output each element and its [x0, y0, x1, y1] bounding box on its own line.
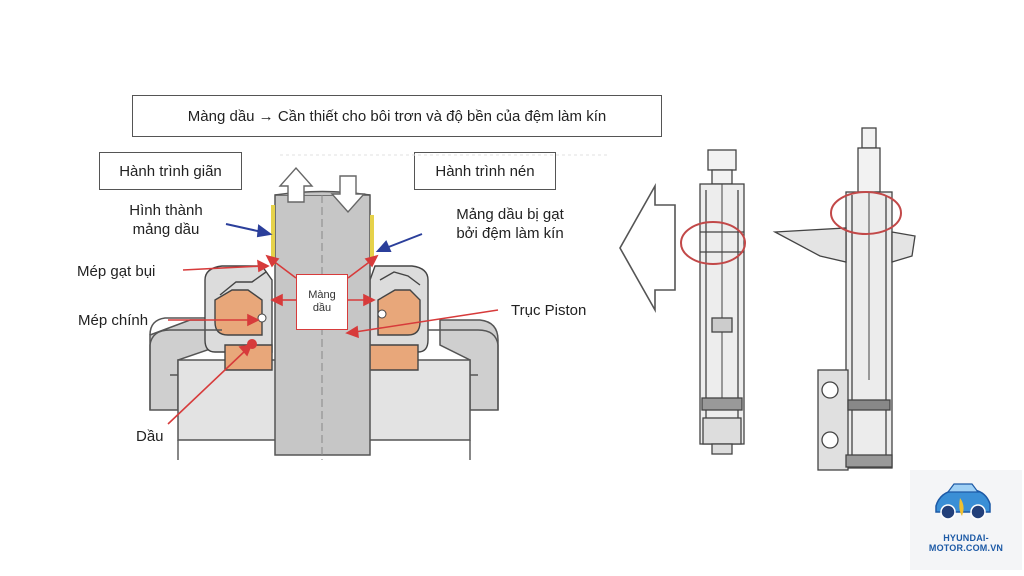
oil-film-box-line2: dầu	[312, 302, 332, 314]
large-pointer-arrow-icon	[619, 182, 676, 314]
title-text: Màng dầu → Cần thiết cho bôi trơn và độ …	[187, 107, 607, 125]
film-formation-line1: Hình thành	[129, 202, 203, 219]
oil-film-left	[271, 205, 275, 265]
shock-absorber-2	[772, 127, 916, 471]
title-box: Màng dầu → Cần thiết cho bôi trơn và độ …	[132, 95, 662, 137]
red-leader-lines	[167, 254, 499, 425]
outer-shell	[149, 329, 499, 460]
film-wiped-label: Mảng dầu bị gạt bởi đệm làm kín	[436, 205, 584, 243]
compression-stroke-box: Hành trình nén	[414, 152, 556, 190]
seal-body-right	[369, 265, 429, 371]
oil-film-right	[370, 215, 374, 260]
highlight-ellipse-1	[680, 221, 746, 265]
piston-rod-label: Trục Piston	[511, 302, 587, 319]
film-formation-line2: mảng dầu	[132, 221, 200, 238]
film-wiped-line2: bởi đệm làm kín	[456, 225, 564, 242]
oil-label: Dầu	[136, 428, 164, 445]
shock-absorber-1	[699, 149, 745, 455]
compression-stroke-label: Hành trình nén	[435, 162, 535, 180]
extension-stroke-box: Hành trình giãn	[99, 152, 242, 190]
film-formation-label: Hình thành mảng dầu	[112, 201, 220, 239]
watermark-text: HYUNDAI-MOTOR.COM.VN	[928, 533, 1004, 553]
right-lip-dot	[377, 309, 387, 319]
compression-arrow-icon	[330, 175, 366, 214]
dust-lip-label: Mép gạt bụi	[77, 263, 156, 280]
car-logo-icon	[935, 483, 991, 520]
extension-stroke-label: Hành trình giãn	[119, 162, 222, 180]
blue-leader-lines	[225, 223, 423, 252]
film-wiped-line1: Mảng dầu bị gạt	[456, 206, 564, 223]
extension-arrow-icon	[278, 166, 314, 203]
highlight-ellipse-2	[830, 191, 902, 235]
oil-film-box: Màng dầu	[296, 274, 348, 330]
main-lip-dot	[257, 313, 267, 323]
oil-film-box-line1: Màng	[308, 289, 336, 301]
main-lip-label: Mép chính	[78, 312, 149, 329]
